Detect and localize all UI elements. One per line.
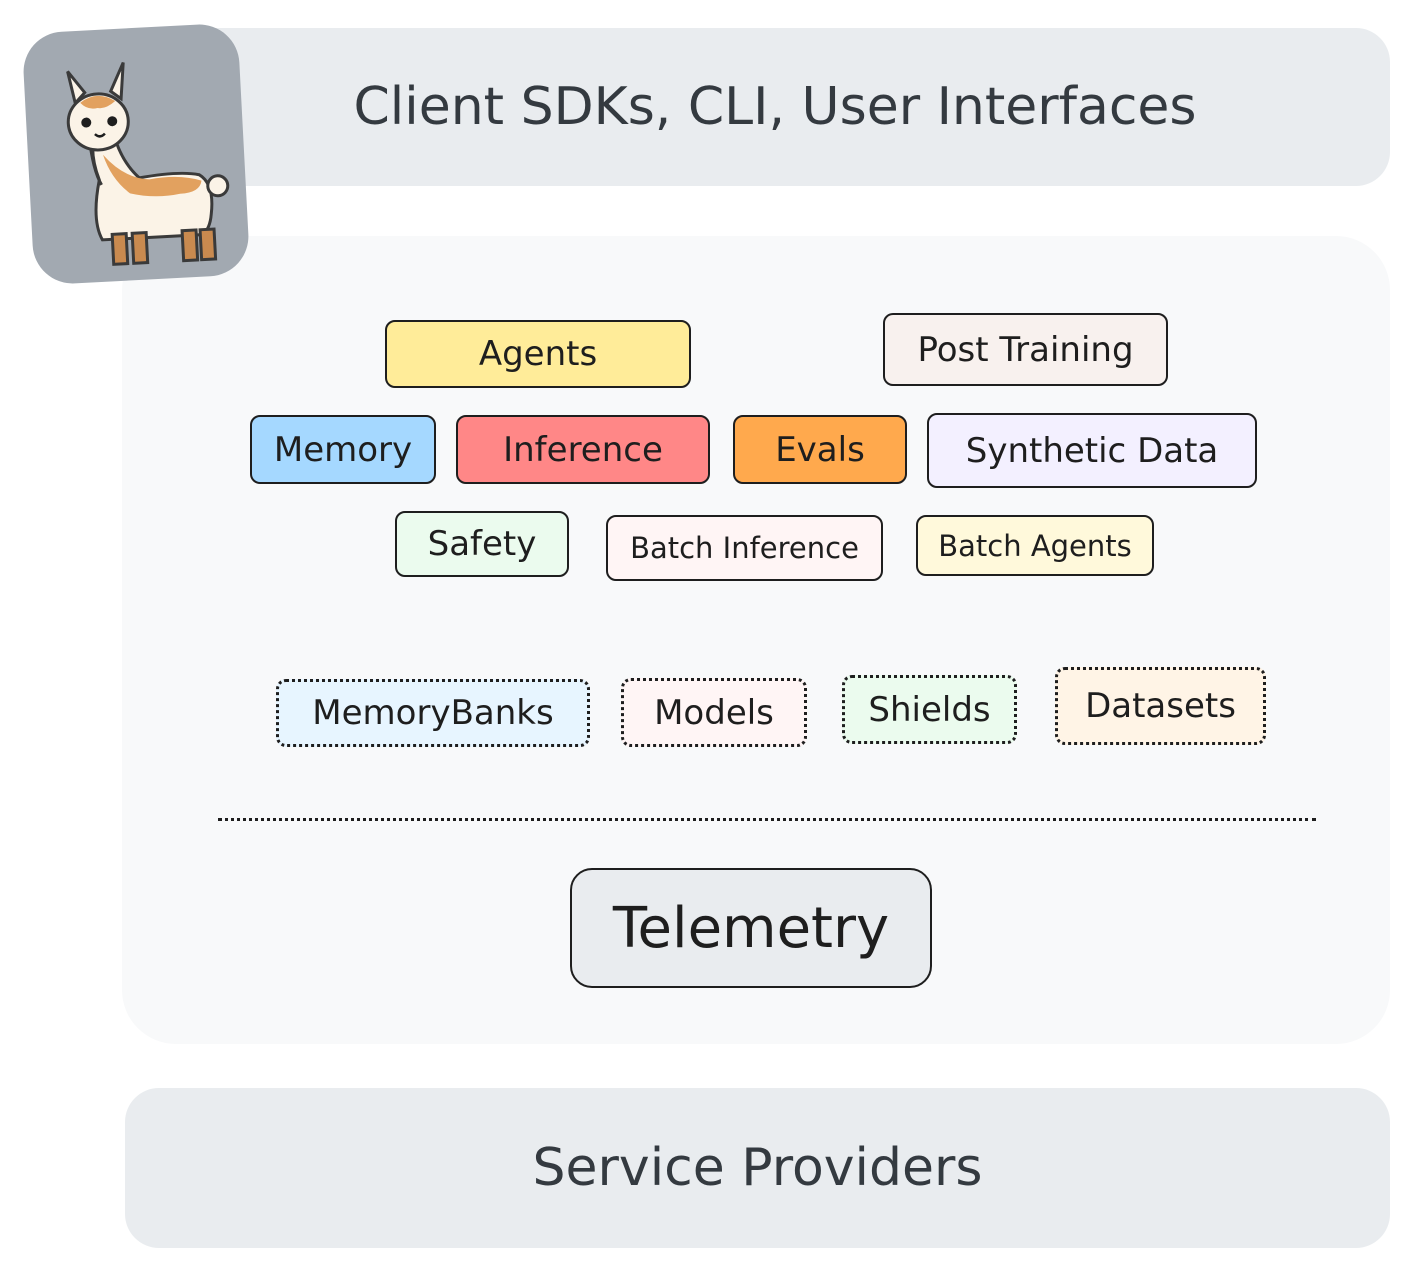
inference-label: Inference [503,429,663,470]
batch-inference-box: Batch Inference [606,515,883,581]
agents-label: Agents [478,334,598,374]
shields-label: Shields [868,689,991,730]
post-training-label: Post Training [917,329,1134,370]
evals-label: Evals [775,429,865,470]
batch-agents-box: Batch Agents [916,515,1154,576]
service-providers-label: Service Providers [532,1138,983,1198]
service-providers-band: Service Providers [125,1088,1390,1248]
memory-box: Memory [250,415,436,484]
datasets-label: Datasets [1085,686,1236,726]
datasets-box: Datasets [1055,667,1266,745]
synthetic-data-box: Synthetic Data [927,413,1257,488]
inference-box: Inference [456,415,710,484]
memorybanks-label: MemoryBanks [312,693,554,733]
telemetry-box: Telemetry [570,868,932,988]
dotted-divider [218,818,1316,821]
agents-box: Agents [385,320,691,388]
post-training-box: Post Training [883,313,1168,386]
llama-logo [21,22,251,286]
telemetry-label: Telemetry [612,895,890,961]
evals-box: Evals [733,415,907,484]
batch-agents-label: Batch Agents [938,528,1132,563]
models-label: Models [654,692,774,733]
memorybanks-box: MemoryBanks [276,679,590,747]
shields-box: Shields [842,675,1017,744]
batch-inference-label: Batch Inference [630,531,859,565]
safety-label: Safety [427,524,537,564]
client-sdks-label: Client SDKs, CLI, User Interfaces [353,77,1197,137]
client-sdks-band: Client SDKs, CLI, User Interfaces [150,28,1390,186]
models-box: Models [621,678,807,747]
synthetic-data-label: Synthetic Data [965,430,1219,471]
llama-icon [66,61,230,266]
memory-label: Memory [273,429,413,470]
safety-box: Safety [395,511,569,577]
